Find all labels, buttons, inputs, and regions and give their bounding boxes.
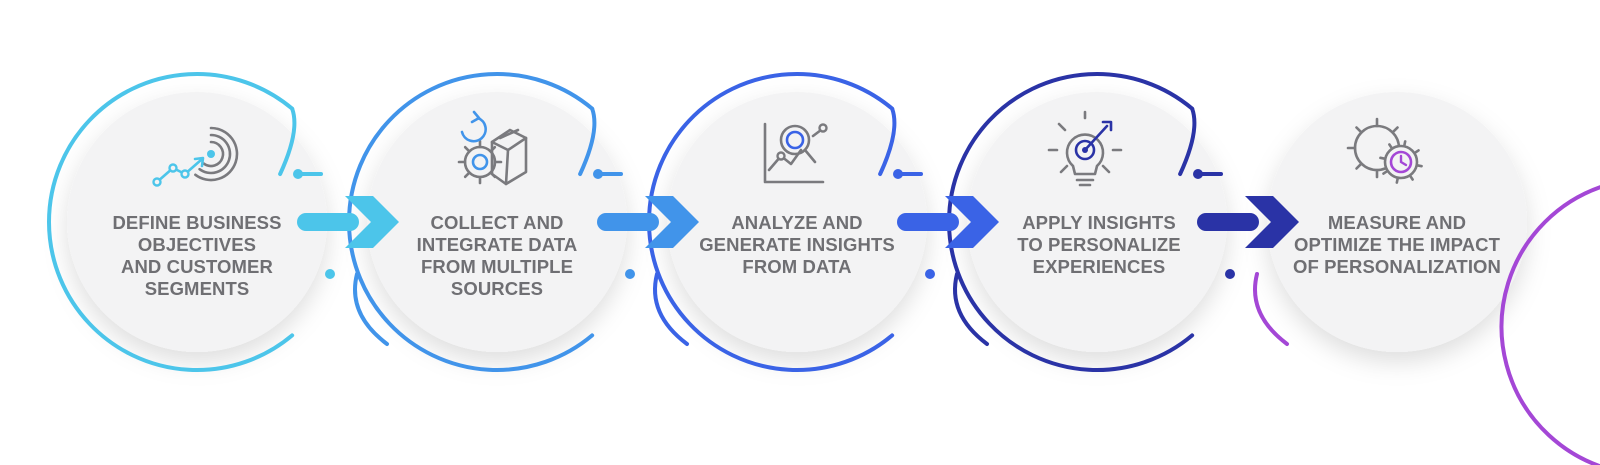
step-4-lower-left-hook	[953, 272, 989, 346]
step-2-upper-tail	[578, 106, 597, 176]
arrow-4	[1197, 196, 1299, 248]
step-5-label-line-1: MEASURE AND	[1327, 212, 1467, 233]
gear-box-sync-icon	[457, 110, 528, 186]
step-3-lower-dot	[925, 269, 935, 279]
step-3-upper-dot	[893, 169, 903, 179]
step-1-lower-dot	[325, 269, 335, 279]
step-4-label: APPLY INSIGHTS TO PERSONALIZE EXPERIENCE…	[984, 212, 1214, 278]
step-3-label-line-1: ANALYZE AND	[731, 212, 863, 233]
step-3-label-line-2: GENERATE INSIGHTS	[699, 234, 895, 255]
lightbulb-target-icon	[1047, 110, 1123, 187]
step-2-lower-left-hook	[353, 272, 389, 346]
step-2-disc	[367, 92, 627, 352]
step-5-label-line-3: OF PERSONALIZATION	[1292, 256, 1502, 277]
arrow-1	[297, 196, 399, 248]
chart-magnifier-icon	[763, 122, 828, 184]
step-5-label: MEASURE AND OPTIMIZE THE IMPACT OF PERSO…	[1282, 212, 1512, 278]
step-4-upper-tail	[1178, 106, 1197, 176]
step-3-label: ANALYZE AND GENERATE INSIGHTS FROM DATA	[682, 212, 912, 278]
step-3-label-line-3: FROM DATA	[742, 256, 852, 277]
step-5-label-line-2: OPTIMIZE THE IMPACT	[1293, 234, 1501, 255]
step-2-label-line-1: COLLECT AND	[430, 212, 564, 233]
step-1-ring	[47, 72, 295, 372]
step-2-upper-dot	[593, 169, 603, 179]
step-4-upper-dot	[1193, 169, 1203, 179]
step-1-label-line-2: OBJECTIVES	[137, 234, 257, 255]
step-4-disc	[967, 92, 1227, 352]
step-3-disc	[667, 92, 927, 352]
step-1-label-line-3: AND CUSTOMER	[121, 256, 273, 277]
step-3-upper-tail	[878, 106, 897, 176]
arrow-3	[897, 196, 999, 248]
step-2-lower-dot	[625, 269, 635, 279]
target-growth-icon	[152, 126, 239, 187]
step-1-label: DEFINE BUSINESS OBJECTIVES AND CUSTOMER …	[82, 212, 312, 300]
step-4-lower-dot	[1225, 269, 1235, 279]
step-2-label-line-4: SOURCES	[450, 278, 544, 299]
step-3-lower-left-hook	[653, 272, 689, 346]
step-5-ring	[1499, 185, 1600, 465]
step-5-disc	[1267, 92, 1527, 352]
step-4-label-line-1: APPLY INSIGHTS	[1022, 212, 1176, 233]
step-1-label-line-4: SEGMENTS	[144, 278, 250, 299]
step-1-disc	[67, 92, 327, 352]
step-2-label-line-3: FROM MULTIPLE	[420, 256, 574, 277]
step-1-upper-tail	[278, 106, 297, 176]
step-2-label-line-2: INTEGRATE DATA	[416, 234, 578, 255]
step-1-upper-dot	[293, 169, 303, 179]
arrow-2	[597, 196, 699, 248]
gears-clock-icon	[1346, 117, 1423, 184]
step-2-label: COLLECT AND INTEGRATE DATA FROM MULTIPLE…	[382, 212, 612, 300]
step-5-lower-left-hook	[1253, 272, 1289, 346]
step-4-label-line-2: TO PERSONALIZE	[1017, 234, 1181, 255]
step-4-label-line-3: EXPERIENCES	[1032, 256, 1166, 277]
step-1-label-line-1: DEFINE BUSINESS	[112, 212, 282, 233]
